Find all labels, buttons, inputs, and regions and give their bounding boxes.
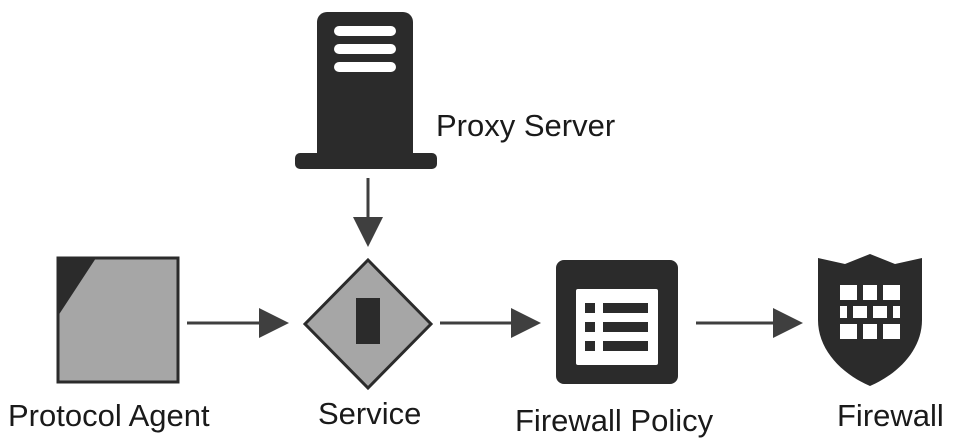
service-label: Service xyxy=(318,396,422,431)
firewall-policy-label: Firewall Policy xyxy=(515,403,714,438)
proxy-server-label: Proxy Server xyxy=(436,108,616,143)
protocol-agent-label: Protocol Agent xyxy=(8,398,210,433)
server-icon xyxy=(295,12,437,169)
policy-list-icon xyxy=(556,260,678,384)
firewall-label: Firewall xyxy=(837,398,944,433)
protocol-agent-document-icon xyxy=(56,256,180,384)
firewall-shield-icon xyxy=(818,254,922,386)
service-diamond-icon xyxy=(302,257,434,391)
